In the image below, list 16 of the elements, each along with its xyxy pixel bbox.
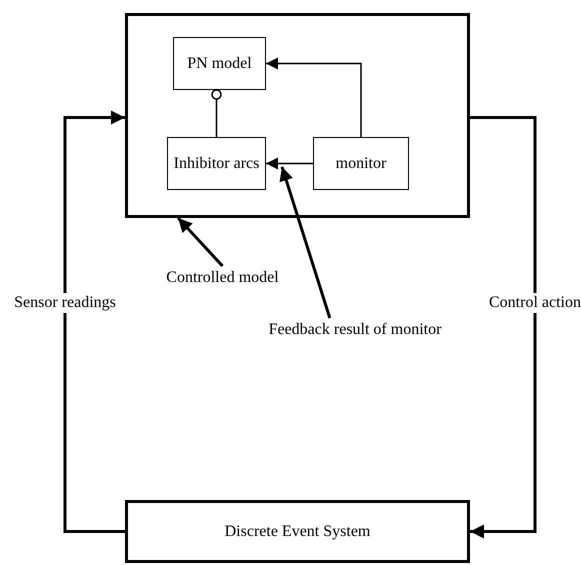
edge-label: Control action	[487, 293, 581, 313]
leader-arrow	[177, 216, 224, 268]
caption-text: Feedback result of monitor	[250, 318, 460, 342]
arrow	[470, 116, 536, 538]
controlled-model-box	[125, 13, 470, 218]
arrow	[266, 58, 362, 137]
process-box: monitor	[313, 137, 409, 190]
caption-text: Controlled model	[150, 266, 295, 290]
process-box: PN model	[173, 37, 266, 90]
arrow	[266, 158, 313, 170]
process-box: Inhibitor arcs	[167, 137, 266, 190]
system-box: Discrete Event System	[125, 500, 470, 563]
edge-label: Sensor readings	[12, 293, 118, 313]
inhibitor-arc-line	[211, 89, 222, 137]
leader-arrow	[280, 166, 332, 318]
arrow	[64, 110, 125, 533]
